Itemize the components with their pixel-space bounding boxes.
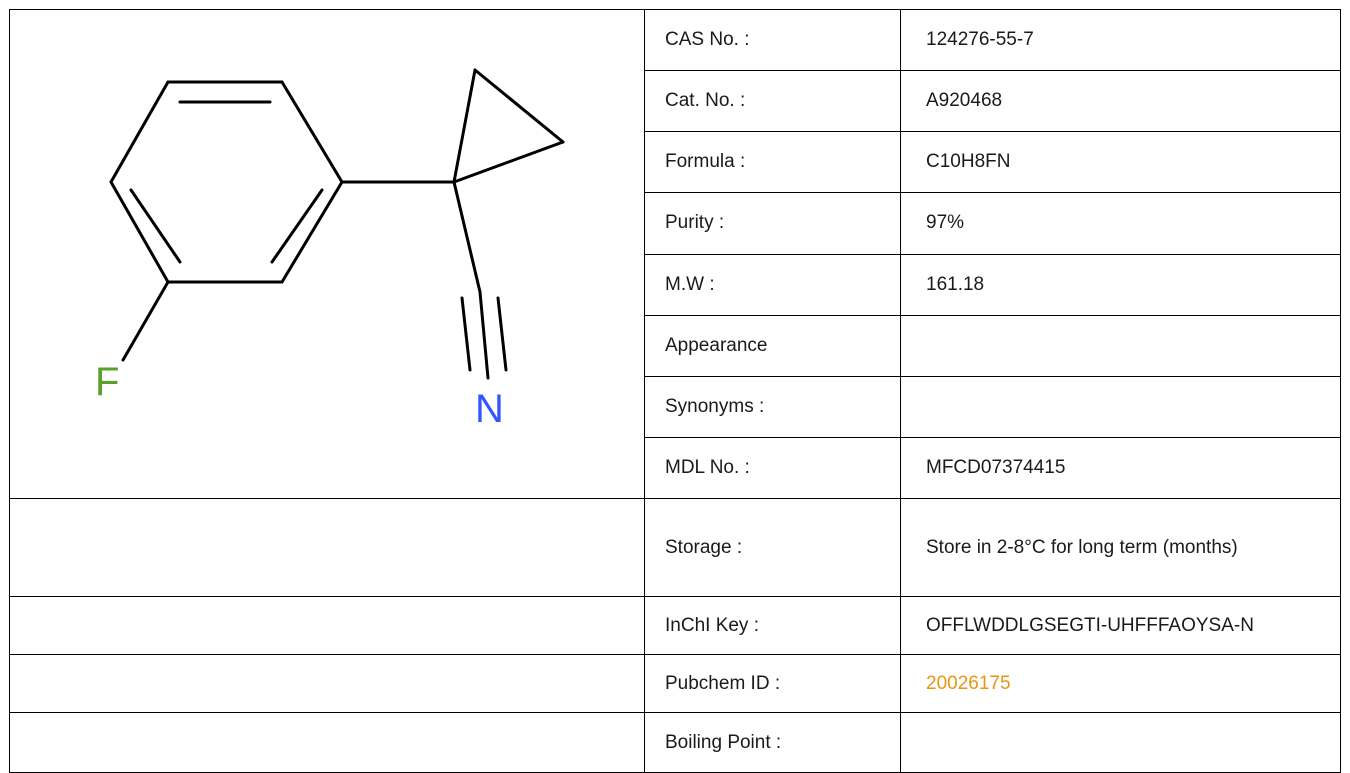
table-row: Storage : Store in 2-8°C for long term (… (9, 498, 1341, 597)
table-row: Cat. No. : A920468 (10, 70, 1341, 133)
row-label: MDL No. : (644, 436, 901, 500)
row-label: Boiling Point : (644, 712, 901, 773)
row-value: 161.18 (900, 253, 1341, 316)
table-row: MDL No. : MFCD07374415 (10, 436, 1341, 500)
bond-ring (109, 180, 170, 284)
empty-left-cell (9, 654, 645, 713)
row-label: Appearance (644, 314, 901, 377)
row-label: M.W : (644, 253, 901, 316)
row-value: 20026175 (900, 654, 1341, 713)
row-label: CAS No. : (644, 8, 901, 72)
bond-ring-inner (270, 188, 324, 264)
table-row: InChI Key : OFFLWDDLGSEGTI-UHFFFAOYSA-N (9, 596, 1341, 655)
row-label: Cat. No. : (644, 70, 901, 133)
bond-ring (280, 180, 344, 284)
table-row: Boiling Point : (9, 712, 1341, 773)
bond-triple (478, 290, 490, 380)
row-label: InChI Key : (644, 596, 901, 655)
row-value: C10H8FN (900, 131, 1341, 194)
row-value: MFCD07374415 (900, 436, 1341, 500)
product-info-table: F N CAS No. : 124276-55-7 Cat. No. : A92… (9, 8, 1341, 773)
table-row: F N CAS No. : 124276-55-7 (9, 8, 1341, 499)
bond-triple (496, 296, 508, 372)
chemical-structure-diagram: F N (95, 68, 565, 431)
row-label: Formula : (644, 131, 901, 194)
pubchem-id-link[interactable]: 20026175 (926, 672, 1011, 694)
row-value (900, 712, 1341, 773)
bond-ring (280, 80, 344, 184)
row-label: Storage : (644, 498, 901, 597)
table-row: Formula : C10H8FN (10, 131, 1341, 194)
bond-cyclopropane (452, 68, 477, 184)
table-row: Pubchem ID : 20026175 (9, 654, 1341, 713)
table-row: Synonyms : (10, 375, 1341, 438)
empty-left-cell (9, 498, 645, 597)
bond-fluorine (121, 280, 170, 362)
table-row: Appearance (10, 314, 1341, 377)
row-value (900, 314, 1341, 377)
row-label: Purity : (644, 192, 901, 255)
bond-ring (109, 80, 170, 184)
atom-fluorine-label: F (95, 360, 119, 404)
row-value: OFFLWDDLGSEGTI-UHFFFAOYSA-N (900, 596, 1341, 655)
structure-image-cell: F N (9, 9, 645, 499)
row-value: 124276-55-7 (900, 8, 1341, 72)
row-value: A920468 (900, 70, 1341, 133)
bond-nitrile-stem (452, 180, 482, 294)
row-label: Synonyms : (644, 375, 901, 438)
bond-ring-inner (129, 188, 182, 264)
bond-triple (460, 296, 472, 372)
bond-cyclopropane (452, 140, 565, 184)
atom-nitrogen-label: N (475, 387, 504, 431)
empty-left-cell (9, 712, 645, 773)
table-row: M.W : 161.18 (10, 253, 1341, 316)
table-row: Purity : 97% (10, 192, 1341, 255)
row-label: Pubchem ID : (644, 654, 901, 713)
empty-left-cell (9, 596, 645, 655)
row-value: 97% (900, 192, 1341, 255)
row-value: Store in 2-8°C for long term (months) (900, 498, 1341, 597)
row-value (900, 375, 1341, 438)
bond-cyclopropane (473, 68, 565, 144)
